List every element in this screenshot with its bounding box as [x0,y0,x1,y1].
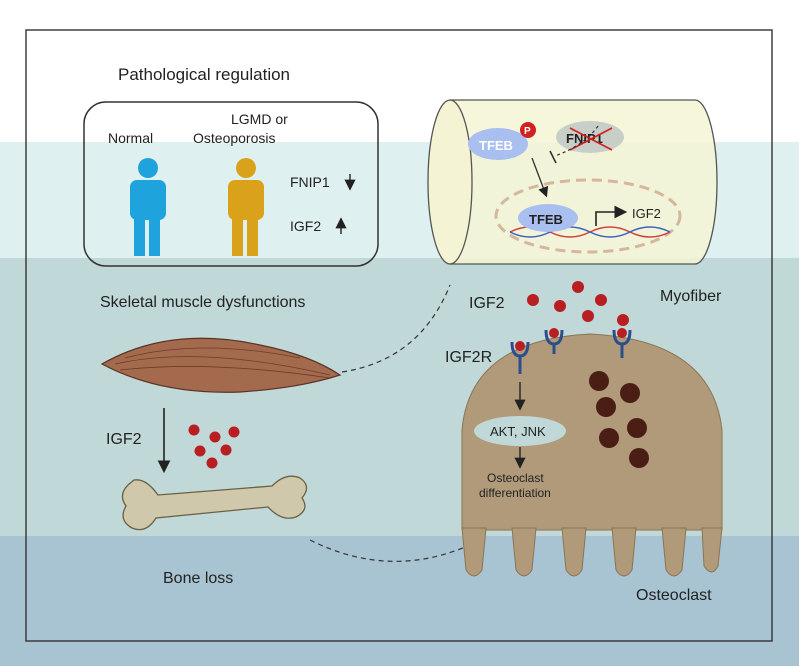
skeletal-muscle-icon [100,337,342,393]
fnip1-cross-2 [569,127,613,151]
disease-label-2: Osteoporosis [193,130,275,146]
osteoclast-cell [461,333,723,577]
bound-igf2-ligands [515,328,627,351]
myofiber-title: Myofiber [660,288,722,305]
osteoclast-title: Osteoclast [636,587,712,604]
translocation-arrow [531,157,549,198]
tfeb-label: TFEB [479,138,513,153]
left-igf2-label: IGF2 [106,431,142,448]
osteoclast-igf2-cluster [527,281,629,326]
dna-strand-2 [509,226,671,238]
normal-person-icon [130,158,166,256]
disease-person-icon [228,158,264,256]
transcription-arrow [595,205,628,226]
panel-title: Pathological regulation [118,65,290,84]
osteoclast-igf2-label: IGF2 [469,295,505,312]
signaling-label: AKT, JNK [490,424,546,439]
osteoclast-granules [589,371,649,468]
bone-icon [121,475,308,531]
tfeb-cytoplasm [468,128,528,160]
receptor-label: IGF2R [445,349,492,366]
phospho-icon [520,122,536,138]
muscle-to-myofiber-link [341,284,451,373]
nuclear-tfeb-label: TFEB [529,212,563,227]
phospho-label: P [524,126,531,137]
bone-to-osteoclast-link [309,539,471,562]
nucleus [494,178,682,254]
normal-label: Normal [108,130,153,146]
fnip1-label: FNIP1 [566,131,603,146]
fnip1-trend-label: FNIP1 [290,174,330,190]
pathology-box [83,101,379,267]
igf2-trend-label: IGF2 [290,218,321,234]
outer-frame [25,29,773,642]
igf2r-receptors [510,329,632,374]
left-igf2-cluster [188,424,240,469]
inhibition-line [554,125,599,157]
signaling-oval [474,416,566,446]
inhibition-bar [549,150,557,164]
target-gene-label: IGF2 [632,206,661,221]
tfeb-nuclear [518,204,578,232]
outcome-label-2: differentiation [479,486,551,500]
disease-label-1: LGMD or [231,111,288,127]
outcome-label-1: Osteoclast [487,471,544,485]
bone-caption: Bone loss [163,570,233,587]
muscle-caption: Skeletal muscle dysfunctions [100,294,305,311]
